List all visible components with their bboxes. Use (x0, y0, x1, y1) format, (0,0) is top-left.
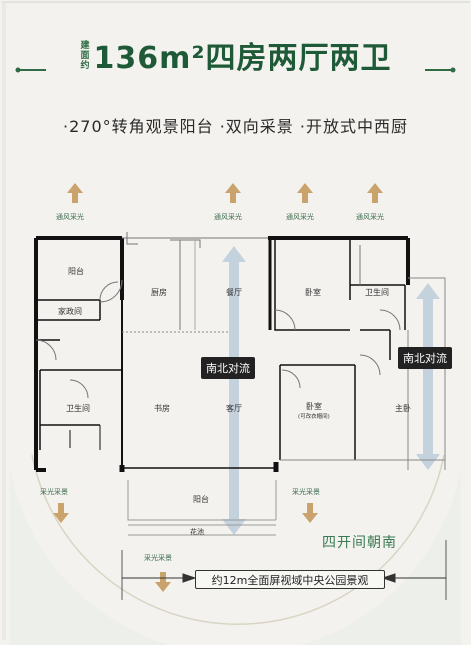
decorative-arc (31, 454, 445, 625)
room-bedroom-mid-note: (可改衣帽间) (298, 414, 330, 420)
room-maid: 家政间 (58, 307, 82, 316)
ventilation-label: 通风采光 (56, 213, 84, 221)
room-master: 主卧 (395, 404, 411, 413)
daylight-label: 采光采景 (292, 488, 320, 496)
room-bathroom-left: 卫生间 (66, 404, 90, 413)
ventilation-label: 通风采光 (356, 213, 384, 221)
room-balcony-big: 阳台 (193, 495, 209, 504)
room-study: 书房 (154, 404, 170, 413)
airflow-label-center: 南北对流 (201, 357, 255, 379)
title-text: 136m²四房两厅两卫 (93, 41, 392, 76)
room-bathroom-right: 卫生间 (365, 288, 389, 297)
room-living: 客厅 (226, 404, 242, 413)
ventilation-label: 通风采光 (214, 213, 242, 221)
orientation-text: 四开间朝南 (322, 535, 397, 551)
daylight-label: 采光采景 (144, 554, 172, 562)
feature-list: ·270°转角观景阳台 ·双向采景 ·开放式中西厨 (63, 117, 408, 136)
daylight-label: 采光采景 (40, 488, 68, 496)
page-title: 建面约 136m²四房两厅两卫 (40, 30, 430, 80)
view-width-label: 约12m全面屏视域中央公园景观 (195, 570, 385, 589)
arrow-up-icon (67, 183, 383, 203)
room-bedroom-mid: 卧室 (306, 402, 322, 411)
room-bedroom-top: 卧室 (305, 288, 321, 297)
room-planter: 花池 (190, 528, 204, 536)
room-balcony-small: 阳台 (68, 267, 84, 276)
ventilation-label: 通风采光 (286, 213, 314, 221)
arrow-down-icon (53, 503, 318, 592)
floorplan-walls (34, 232, 446, 536)
airflow-arrow (222, 246, 440, 535)
room-dining: 餐厅 (226, 288, 242, 297)
airflow-label-right: 南北对流 (398, 347, 452, 369)
room-kitchen: 厨房 (151, 288, 167, 297)
title-area-prefix: 建面约 (78, 40, 89, 70)
dimension-line (121, 540, 447, 600)
